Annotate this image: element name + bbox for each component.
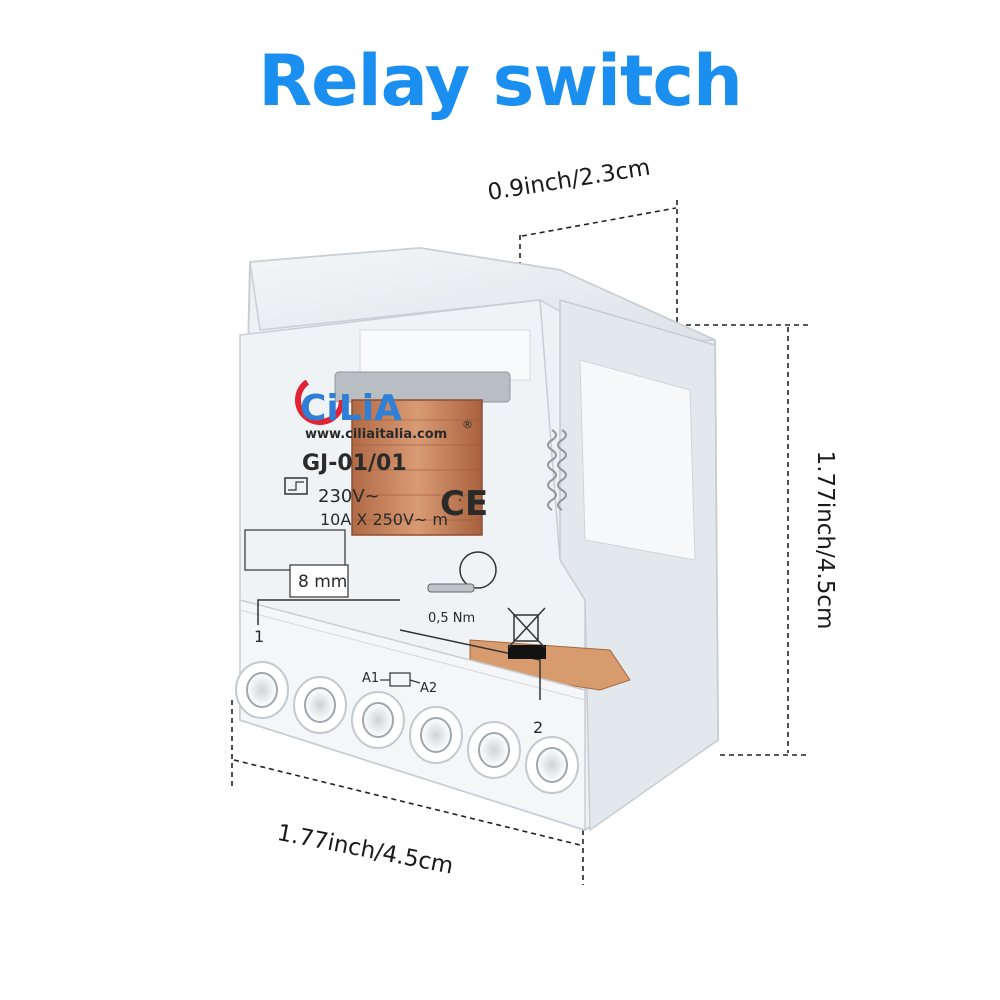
website-label: www.ciliaitalia.com (305, 427, 447, 442)
coil-a2-label: A2 (420, 681, 437, 696)
page-title: Relay switch (258, 40, 743, 122)
screw-hole-3 (362, 702, 394, 738)
relay-body (238, 246, 720, 832)
rating-label: 10A X 250V~ m (320, 510, 448, 529)
screw-hole-6 (536, 747, 568, 783)
coil-a1-label: A1 (362, 671, 379, 686)
strip-length-label: 8 mm (298, 572, 347, 592)
screw-terminals (235, 661, 579, 794)
screw-hole-1 (246, 672, 278, 708)
copper-coil (334, 371, 511, 536)
screw-hole-4 (420, 717, 452, 753)
ce-mark: CE (440, 484, 488, 524)
voltage-label: 230V~ (318, 486, 380, 507)
torque-label: 0,5 Nm (428, 611, 475, 626)
terminal-1-label: 1 (254, 627, 264, 646)
device-labels: CiLiA ® www.ciliaitalia.com GJ-01/01 230… (254, 388, 543, 737)
brand-logo: CiLiA (300, 388, 402, 429)
model-label: GJ-01/01 (302, 451, 407, 476)
screw-hole-2 (304, 687, 336, 723)
spring (547, 429, 567, 511)
registered-mark: ® (462, 418, 473, 431)
terminal-2-label: 2 (533, 718, 543, 737)
screw-hole-5 (478, 732, 510, 768)
weee-bin-icon (507, 607, 546, 649)
brand-text: CiLiA (300, 388, 402, 429)
coil-symbol-icon (380, 672, 421, 687)
